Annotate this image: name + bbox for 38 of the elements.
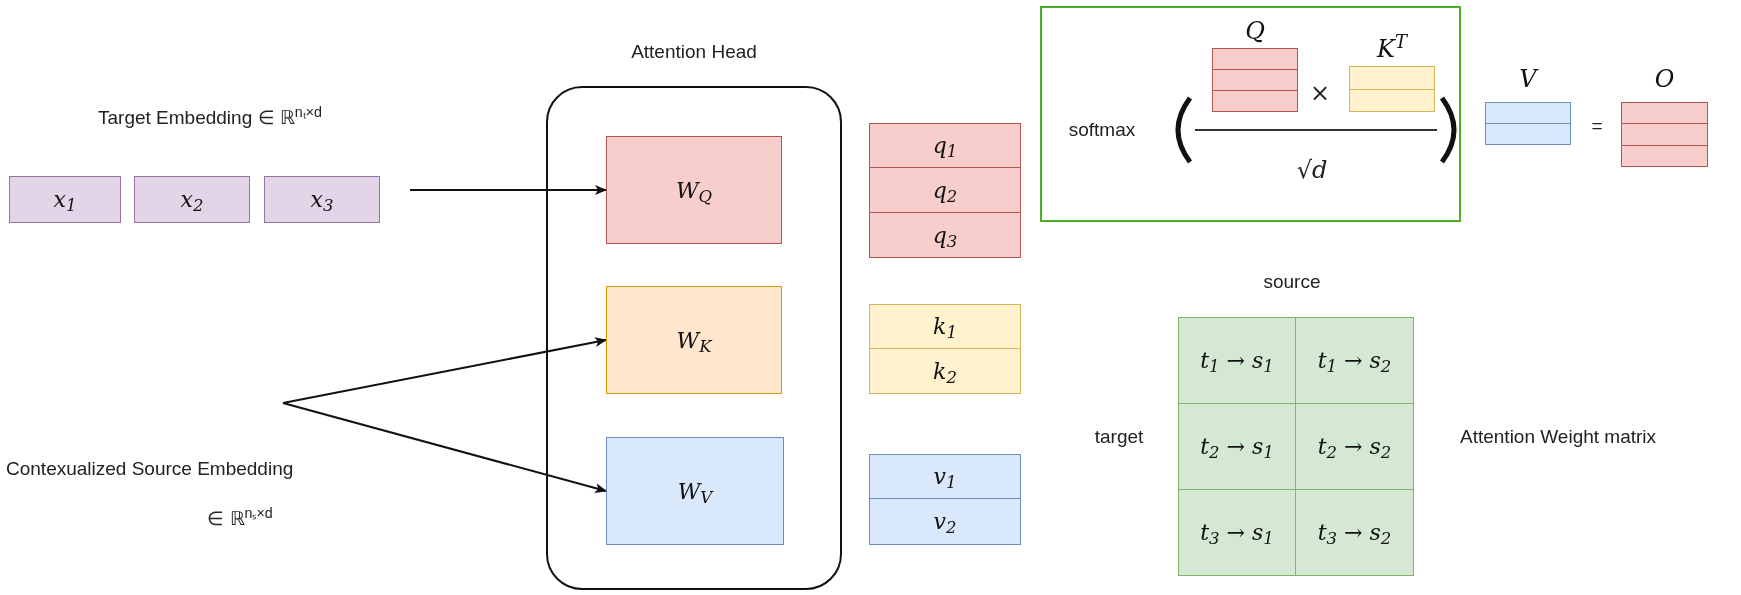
vector-row: v$_{2}$ (869, 498, 1021, 545)
matrix-label: O (1653, 64, 1676, 94)
vector-row: k$_{1}$ (869, 304, 1021, 349)
axis-label: target (1093, 425, 1145, 449)
matrix-cell: t$_{2}$ → s$_{2}$ (1295, 403, 1414, 490)
matrix-label: Q (1244, 16, 1266, 46)
operator: × (1308, 78, 1332, 109)
matrix-cell: t$_{3}$ → s$_{2}$ (1295, 489, 1414, 576)
arrow (409, 185, 607, 195)
vector-row: q$_{1}$ (869, 123, 1021, 168)
weight-matrix-box: W$_{V}$ (606, 437, 784, 545)
dimension-note: ∈ ℝ$^{nₛ×d}$ (206, 505, 274, 531)
axis-label: source (1262, 270, 1322, 294)
matrix-label: K$^{T}$ (1375, 34, 1409, 64)
vector-row: q$_{3}$ (869, 212, 1021, 258)
vector-row: v$_{1}$ (869, 454, 1021, 499)
weight-matrix-box: W$_{Q}$ (606, 136, 782, 244)
embedding-cell: x$_{3}$ (264, 176, 380, 223)
container-title: Attention Head (630, 40, 758, 64)
embedding-caption: Target Embedding ∈ ℝ$^{nₜ×d}$ (97, 104, 323, 130)
matrix-cell: t$_{1}$ → s$_{1}$ (1178, 317, 1296, 404)
operator: = (1590, 114, 1604, 138)
arrow (282, 337, 607, 404)
vector-row: q$_{2}$ (869, 167, 1021, 213)
weight-matrix-box: W$_{K}$ (606, 286, 782, 394)
arrow (282, 402, 607, 493)
matrix-cell: t$_{1}$ → s$_{2}$ (1295, 317, 1414, 404)
vector-row: k$_{2}$ (869, 348, 1021, 394)
embedding-cell: x$_{1}$ (9, 176, 121, 223)
denominator: √d (1295, 155, 1329, 186)
matrix-caption: Attention Weight matrix (1460, 425, 1658, 449)
embedding-cell: x$_{2}$ (134, 176, 250, 223)
formula-panel (1040, 6, 1461, 222)
matrix-label: V (1518, 64, 1540, 94)
embedding-caption: Contexualized Source Embedding (6, 457, 295, 481)
matrix-cell: t$_{3}$ → s$_{1}$ (1178, 489, 1296, 576)
function-name: softmax (1067, 118, 1137, 142)
matrix-cell: t$_{2}$ → s$_{1}$ (1178, 403, 1296, 490)
